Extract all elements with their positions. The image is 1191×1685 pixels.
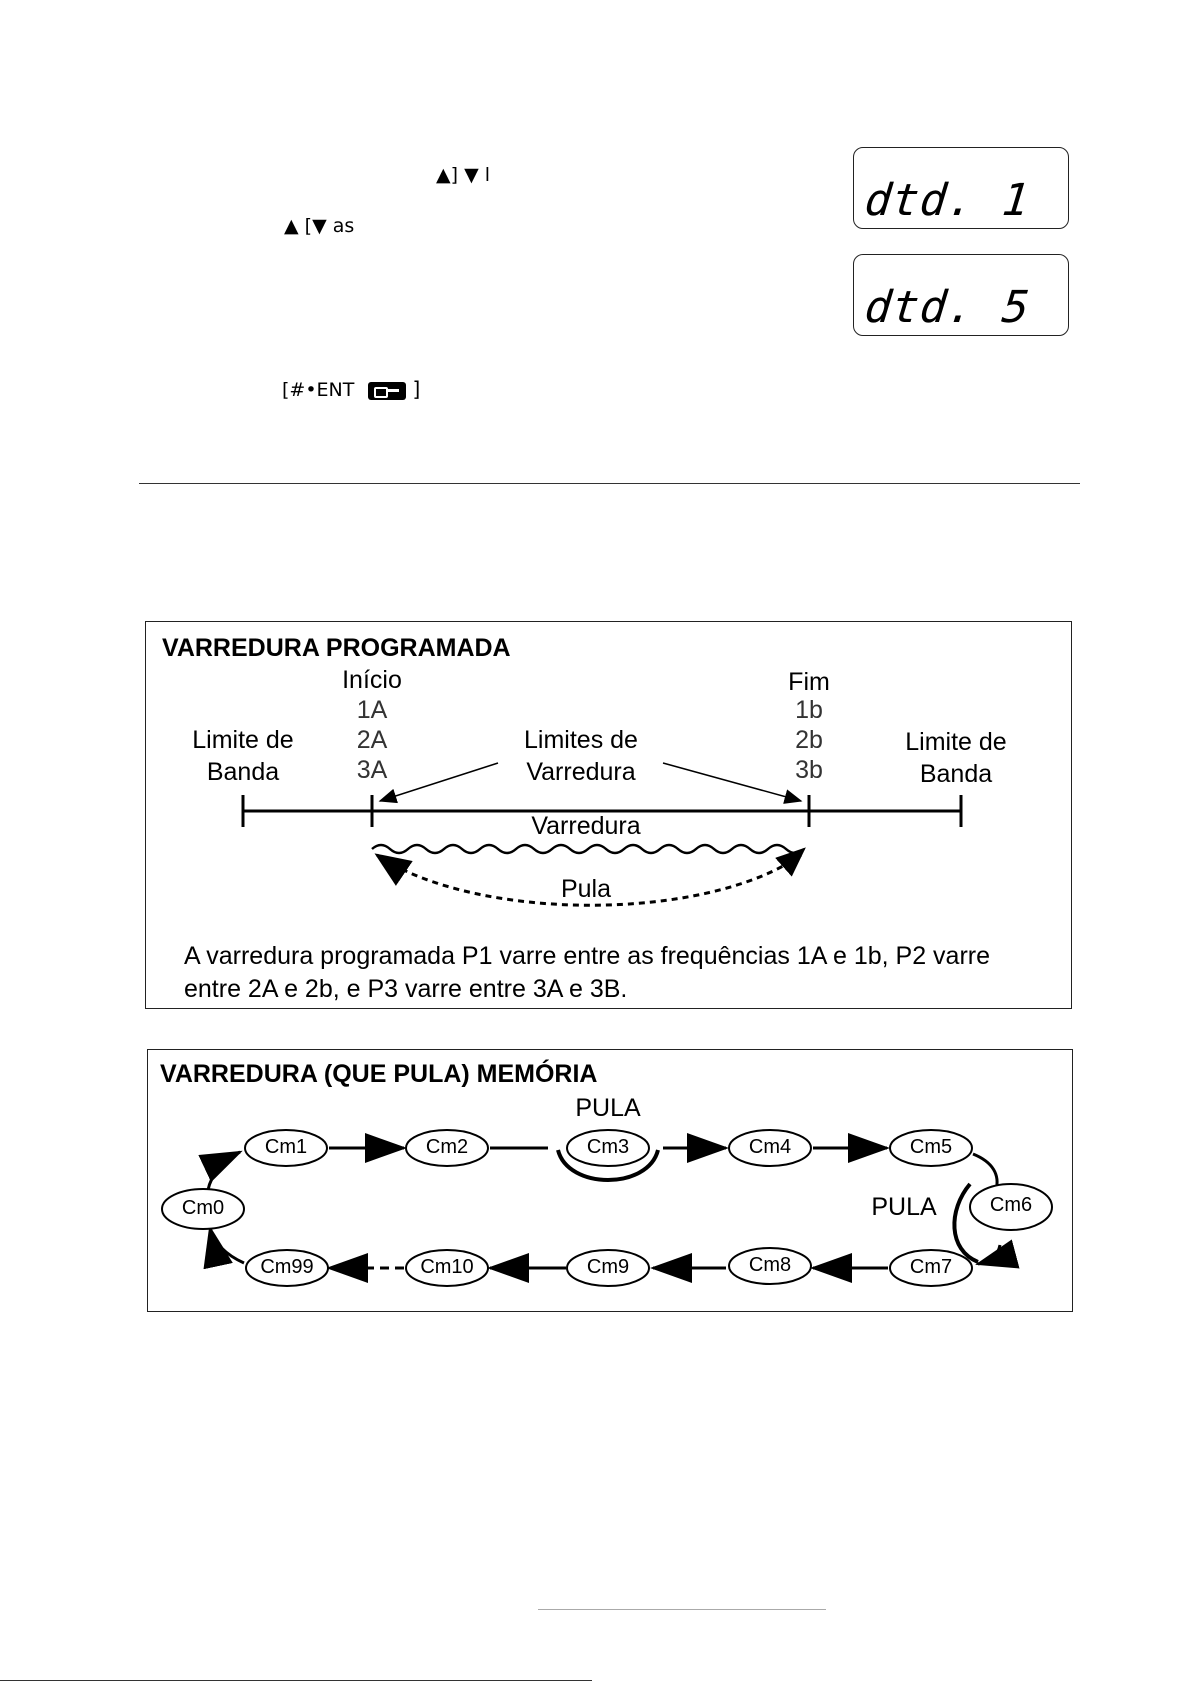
start-label: Início (342, 666, 402, 694)
channel-cm8: Cm8 (748, 1254, 792, 1276)
section-divider (139, 483, 1080, 484)
figure-2-title: VARREDURA (QUE PULA) MEMÓRIA (160, 1060, 598, 1088)
end-point-3: 3b (795, 756, 823, 784)
channel-cm7: Cm7 (909, 1256, 953, 1278)
skip-cm3-curve (556, 1149, 660, 1182)
channel-cm6: Cm6 (989, 1194, 1033, 1216)
channel-cm9: Cm9 (586, 1256, 630, 1278)
lcd-readout-1: dtd. 1 (862, 175, 1033, 226)
skip-label-right: PULA (871, 1193, 937, 1221)
scan-limit-arrow-right (662, 762, 803, 804)
channel-cm99: Cm99 (260, 1256, 314, 1278)
skip-cm6-curve (952, 1182, 979, 1264)
scan-label: Varredura (531, 812, 641, 840)
channel-cm0-shape (161, 1188, 245, 1230)
band-limit-left-line2: Banda (206, 758, 280, 786)
figure-1-title: VARREDURA PROGRAMADA (162, 634, 511, 662)
skip-arc (374, 853, 802, 907)
start-point-1: 1A (356, 696, 388, 724)
start-point-3: 3A (356, 756, 388, 784)
channel-cm10-shape (405, 1249, 489, 1287)
key-instruction-fragment-1: ▲] ▼ l (436, 164, 490, 186)
figure-memory-skip-scan: VARREDURA (QUE PULA) MEMÓRIA PULA PULA C… (147, 1049, 1073, 1312)
channel-cm4: Cm4 (748, 1136, 792, 1158)
channel-nodes (161, 1129, 1053, 1287)
scan-wave (371, 843, 806, 877)
fragment-text-2: ▲ [▼ as (284, 215, 355, 237)
figure-programmed-scan: VARREDURA PROGRAMADA Início 1A 2A 3A Fim… (145, 621, 1072, 1009)
channel-cm9-shape (566, 1249, 650, 1287)
band-limit-right-line1: Limite de (905, 728, 1007, 756)
scan-limits-line1: Limites de (524, 726, 638, 754)
fragment-text-3: [#•ENT (282, 379, 355, 401)
channel-cm1-shape (244, 1129, 328, 1167)
channel-cm10: Cm10 (420, 1256, 474, 1278)
end-label: Fim (788, 668, 830, 696)
end-point-1: 1b (795, 696, 823, 724)
link-cm0-cm1 (198, 1150, 243, 1191)
lcd-display-2: dtd. 5 (853, 254, 1069, 336)
channel-cm5: Cm5 (909, 1136, 953, 1158)
figure-1-caption: A varredura programada P1 varre entre as… (184, 942, 991, 1003)
memory-skip-diagram (161, 1129, 1053, 1287)
skip-label: Pula (560, 875, 612, 903)
channel-cm1: Cm1 (264, 1136, 308, 1158)
channel-cm7-shape (889, 1249, 973, 1287)
lcd-display-1: dtd. 1 (853, 147, 1069, 229)
footer-short-rule (538, 1609, 826, 1610)
scan-limit-arrow-left (378, 762, 499, 804)
channel-cm99-shape (245, 1249, 329, 1287)
band-limit-right-line2: Banda (919, 760, 993, 788)
start-point-2: 2A (356, 726, 388, 754)
link-right-cm7 (975, 1239, 1020, 1269)
end-point-2: 2b (795, 726, 823, 754)
channel-cm8-shape (728, 1247, 812, 1285)
scan-limits-line2: Varredura (526, 758, 636, 786)
footer-long-rule (0, 1680, 592, 1681)
channel-cm3: Cm3 (586, 1136, 630, 1158)
channel-cm2-shape (405, 1129, 489, 1167)
key-instruction-fragment-2: ▲ [▼ as (284, 215, 354, 237)
link-cm5-right (972, 1152, 999, 1191)
programmed-scan-diagram (241, 762, 963, 907)
lcd-readout-2: dtd. 5 (862, 282, 1033, 333)
key-instruction-fragment-3: [#•ENT ] (282, 377, 421, 401)
channel-cm6-shape (969, 1183, 1053, 1231)
channel-cm3-shape (566, 1129, 650, 1167)
channel-cm5-shape (889, 1129, 973, 1167)
band-limit-left-line1: Limite de (192, 726, 294, 754)
fragment-text-1: ▲] ▼ l (436, 164, 490, 186)
channel-cm2: Cm2 (425, 1136, 469, 1158)
channel-cm0: Cm0 (181, 1197, 225, 1219)
skip-label-top: PULA (575, 1094, 641, 1122)
link-cm99-cm0 (203, 1225, 245, 1270)
channel-cm4-shape (728, 1129, 812, 1167)
key-icon (368, 381, 407, 400)
